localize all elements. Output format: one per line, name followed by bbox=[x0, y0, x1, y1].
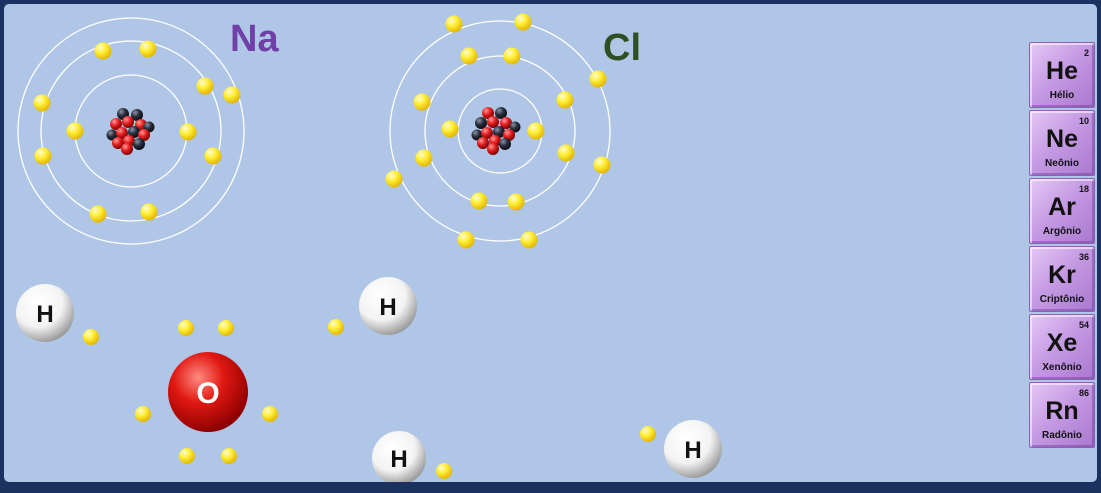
electron bbox=[460, 47, 478, 65]
electron bbox=[470, 192, 488, 210]
element-name: Hélio bbox=[1049, 90, 1075, 101]
hydrogen-symbol: H bbox=[379, 294, 396, 321]
electron bbox=[514, 13, 532, 31]
electron bbox=[179, 448, 195, 464]
atomic-number: 36 bbox=[1078, 252, 1089, 262]
hydrogen-sphere bbox=[372, 431, 426, 482]
electron bbox=[83, 329, 99, 345]
sodium-nucleus bbox=[106, 108, 155, 155]
electron bbox=[436, 463, 452, 479]
hydrogen-symbol: H bbox=[684, 437, 701, 464]
diagram-canvas: Na bbox=[4, 4, 1097, 482]
electron bbox=[556, 91, 574, 109]
atom-diagram: Na bbox=[16, 13, 722, 482]
sodium-atom: Na bbox=[17, 17, 279, 245]
electron bbox=[218, 320, 234, 336]
element-tile-radon: 86 Rn Radônio bbox=[1029, 382, 1095, 448]
electron bbox=[527, 122, 545, 140]
atomic-number: 86 bbox=[1078, 388, 1089, 398]
electron bbox=[94, 42, 112, 60]
electron bbox=[196, 77, 214, 95]
element-tile-helium: 2 He Hélio bbox=[1029, 42, 1095, 108]
atomic-number: 2 bbox=[1083, 48, 1089, 58]
element-name: Neônio bbox=[1045, 158, 1079, 169]
element-symbol: He bbox=[1046, 57, 1078, 85]
electron bbox=[589, 70, 607, 88]
electron bbox=[328, 319, 344, 335]
electron bbox=[507, 193, 525, 211]
element-name: Xenônio bbox=[1042, 362, 1082, 373]
element-symbol: Ar bbox=[1048, 193, 1076, 221]
hydrogen-atom-4: H bbox=[640, 420, 722, 478]
electron bbox=[557, 144, 575, 162]
element-tile-neon: 10 Ne Neônio bbox=[1029, 110, 1095, 176]
chlorine-symbol: Cl bbox=[603, 27, 641, 69]
hydrogen-symbol: H bbox=[36, 301, 53, 328]
electron bbox=[640, 426, 656, 442]
element-name: Criptônio bbox=[1039, 294, 1085, 305]
oxygen-sphere bbox=[168, 352, 248, 432]
element-symbol: Xe bbox=[1046, 329, 1078, 357]
electron bbox=[413, 93, 431, 111]
atomic-number: 10 bbox=[1078, 116, 1089, 126]
sodium-shell-3 bbox=[17, 17, 245, 245]
chlorine-shell-2 bbox=[424, 55, 576, 207]
hydrogen-atom-2: H bbox=[328, 277, 417, 335]
electron bbox=[441, 120, 459, 138]
hydrogen-atom-1: H bbox=[16, 284, 99, 345]
element-symbol: Ne bbox=[1046, 125, 1078, 153]
hydrogen-sphere bbox=[359, 277, 417, 335]
atomic-number: 18 bbox=[1078, 184, 1089, 194]
hydrogen-sphere bbox=[664, 420, 722, 478]
atomic-number: 54 bbox=[1078, 320, 1089, 330]
sodium-shell-2 bbox=[40, 40, 222, 222]
electron bbox=[34, 147, 52, 165]
chlorine-atom: Cl bbox=[385, 13, 641, 249]
chlorine-nucleus bbox=[471, 107, 521, 155]
electron bbox=[503, 47, 521, 65]
element-symbol: Kr bbox=[1048, 261, 1076, 289]
noble-gases-column: 2 He Hélio 10 Ne Neônio 18 Ar Argônio 36… bbox=[1029, 42, 1095, 450]
element-name: Argônio bbox=[1042, 226, 1082, 237]
sodium-symbol: Na bbox=[230, 18, 279, 60]
electron bbox=[223, 86, 241, 104]
electron bbox=[445, 15, 463, 33]
oxygen-atom: O bbox=[135, 320, 278, 464]
chlorine-shell-3 bbox=[389, 20, 611, 242]
hydrogen-symbol: H bbox=[390, 446, 407, 473]
electron bbox=[135, 406, 151, 422]
electron bbox=[178, 320, 194, 336]
element-tile-argon: 18 Ar Argônio bbox=[1029, 178, 1095, 244]
electron bbox=[221, 448, 237, 464]
electron bbox=[66, 122, 84, 140]
hydrogen-sphere bbox=[16, 284, 74, 342]
hydrogen-atom-3: H bbox=[372, 431, 452, 482]
electron bbox=[89, 205, 107, 223]
electron bbox=[33, 94, 51, 112]
electron bbox=[139, 40, 157, 58]
element-tile-xenon: 54 Xe Xenônio bbox=[1029, 314, 1095, 380]
electron bbox=[204, 147, 222, 165]
element-name: Radônio bbox=[1042, 430, 1082, 441]
electron bbox=[415, 149, 433, 167]
electron bbox=[262, 406, 278, 422]
electron bbox=[457, 231, 475, 249]
oxygen-symbol: O bbox=[196, 377, 219, 410]
element-symbol: Rn bbox=[1045, 397, 1079, 425]
electron bbox=[385, 170, 403, 188]
electron bbox=[593, 156, 611, 174]
element-tile-krypton: 36 Kr Criptônio bbox=[1029, 246, 1095, 312]
electron bbox=[520, 231, 538, 249]
electron bbox=[140, 203, 158, 221]
electron bbox=[179, 123, 197, 141]
